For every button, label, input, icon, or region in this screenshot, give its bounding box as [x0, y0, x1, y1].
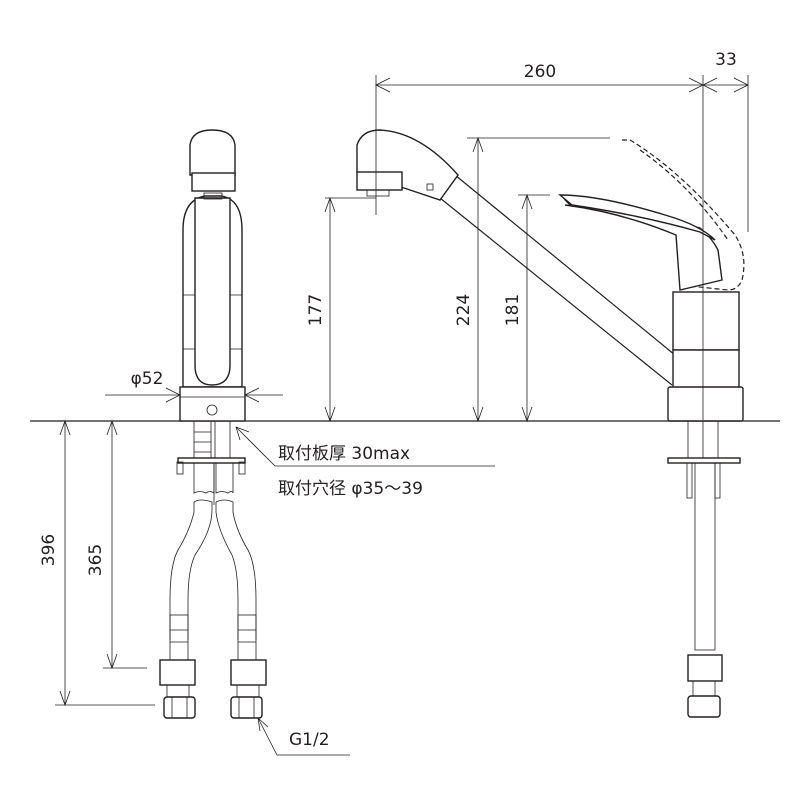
dim-396: 396 — [39, 534, 59, 566]
dimension-lines — [55, 75, 749, 756]
dim-181: 181 — [503, 294, 523, 326]
hose-left — [187, 499, 213, 640]
side-body-lower — [672, 349, 740, 389]
side-body-upper — [672, 291, 740, 351]
nut-left — [163, 696, 196, 719]
dim-33: 33 — [715, 50, 737, 70]
side-base — [667, 386, 744, 422]
note-mounting-hole: 取付穴径 φ35〜39 — [278, 479, 423, 499]
dim-177: 177 — [306, 294, 326, 326]
dim-224: 224 — [454, 294, 474, 326]
lever — [561, 195, 723, 291]
fitting-left — [159, 659, 196, 686]
dim-260: 260 — [524, 62, 556, 82]
front-spout — [194, 197, 231, 386]
side-fitting — [687, 654, 723, 682]
mounting-bracket — [177, 457, 246, 464]
hose-right — [215, 499, 257, 640]
note-mounting-thickness: 取付板厚 30max — [278, 444, 410, 464]
front-view — [159, 129, 267, 719]
fitting-right — [230, 659, 267, 686]
dim-365: 365 — [86, 544, 106, 576]
front-head — [189, 129, 236, 176]
base-screw-hole — [206, 404, 218, 416]
spray-head — [356, 129, 459, 201]
nut-right — [230, 696, 263, 719]
side-view — [356, 129, 745, 718]
front-base — [179, 386, 246, 422]
lever-open-dashed — [622, 139, 745, 291]
side-nut — [687, 695, 721, 718]
side-hose — [694, 462, 716, 651]
note-thread: G1/2 — [289, 730, 330, 750]
dim-phi52: φ52 — [131, 369, 164, 389]
side-bracket — [667, 457, 741, 464]
